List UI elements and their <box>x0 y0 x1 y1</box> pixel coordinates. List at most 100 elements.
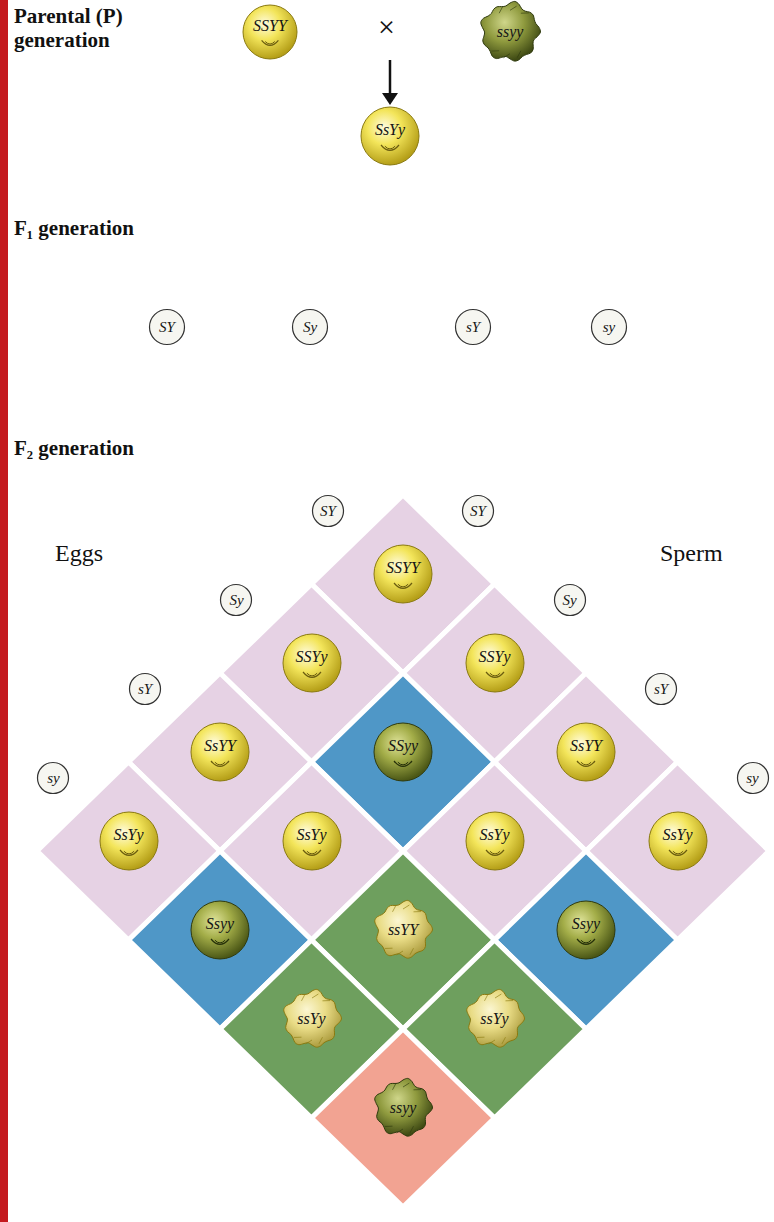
wrinkled-pea-shape <box>481 1 541 61</box>
gamete-group-label-text: Eggs <box>55 540 103 566</box>
pea-seed: SsYy <box>648 811 708 871</box>
generation-heading-text: Parental (P) generation <box>14 4 123 52</box>
gamete-circle: SY <box>461 494 495 528</box>
pea-wrinkle <box>491 50 499 51</box>
gamete-circle-shape <box>312 496 343 527</box>
gamete-circle-shape <box>150 310 185 345</box>
generation-heading: F₁ generation <box>14 216 214 240</box>
round-pea-shape <box>557 723 615 781</box>
pea-seed: SSYy <box>465 633 525 693</box>
pea-wrinkle <box>305 1040 311 1044</box>
pea-seed: Ssyy <box>190 900 250 960</box>
gamete-genotype: sY <box>654 681 668 698</box>
pea-wrinkle <box>488 1040 494 1044</box>
pea-wrinkle <box>499 6 503 13</box>
gamete-genotype: SY <box>159 319 175 336</box>
pea-hilum <box>394 761 412 766</box>
generation-heading: Parental (P) generation <box>14 4 174 52</box>
pea-wrinkle <box>503 54 510 58</box>
gamete-genotype: sy <box>746 770 759 787</box>
round-pea-shape <box>649 812 707 870</box>
gamete-circle-shape <box>646 674 677 705</box>
pea-seed: ssYy <box>465 989 525 1049</box>
pea-wrinkle <box>385 948 393 949</box>
pea-genotype: ssYY <box>388 921 418 939</box>
cross-symbol-text: × <box>378 10 395 43</box>
round-pea-shape <box>374 723 432 781</box>
pea-hilum <box>486 850 504 855</box>
pea-genotype: SSYY <box>386 559 420 577</box>
gamete-genotype: Sy <box>303 319 317 336</box>
gamete-circle: sY <box>454 308 492 346</box>
pea-wrinkle <box>484 994 488 1001</box>
pea-seed: Ssyy <box>556 900 616 960</box>
gamete-circle-shape <box>737 763 768 794</box>
gamete-circle: sy <box>590 308 628 346</box>
gamete-circle: sY <box>128 672 162 706</box>
gamete-genotype: Sy <box>229 592 243 609</box>
pea-seed: SSYY <box>373 544 433 604</box>
pea-hilum <box>215 762 225 765</box>
round-pea-shape <box>191 901 249 959</box>
gamete-circle-shape <box>293 310 328 345</box>
pea-seed: ssYy <box>282 989 342 1049</box>
pea-genotype: ssyy <box>497 23 524 41</box>
gamete-circle-shape <box>129 674 160 705</box>
pea-wrinkle <box>410 948 414 955</box>
round-pea-shape <box>466 634 524 692</box>
pea-hilum <box>265 42 275 45</box>
pea-hilum <box>303 672 321 677</box>
pea-hilum <box>123 851 133 854</box>
pea-wrinkle <box>403 905 409 909</box>
pea-seed: SsYY <box>190 722 250 782</box>
wrinkled-pea-shape <box>375 1078 433 1136</box>
wrinkled-pea-shape <box>375 900 433 958</box>
pea-wrinkle <box>476 1037 484 1038</box>
pea-hilum <box>577 939 595 944</box>
pea-seed: SsYy <box>360 106 420 166</box>
pea-hilum <box>672 851 682 854</box>
pea-hilum <box>120 850 138 855</box>
gamete-circle-shape <box>592 310 627 345</box>
pea-wrinkle <box>301 994 305 1001</box>
gamete-genotype: sy <box>47 770 60 787</box>
pea-hilum <box>215 940 225 943</box>
pea-hilum <box>486 672 504 677</box>
pea-seed: SsYy <box>465 811 525 871</box>
gamete-circle-shape <box>554 585 585 616</box>
pea-hilum <box>581 762 591 765</box>
pea-genotype: ssyy <box>390 1099 417 1117</box>
gamete-group-label-text: Sperm <box>660 540 723 566</box>
pea-hilum <box>303 850 321 855</box>
gamete-circle-shape <box>456 310 491 345</box>
pea-seed: SSYY <box>242 4 298 60</box>
pea-wrinkle <box>312 994 318 998</box>
pea-hilum <box>489 673 499 676</box>
round-pea-shape <box>557 901 615 959</box>
gamete-circle: SY <box>148 308 186 346</box>
gamete-circle-shape <box>221 585 252 616</box>
pea-genotype: SSYy <box>296 648 328 666</box>
pea-genotype: SsYY <box>204 737 236 755</box>
gamete-circle: Sy <box>553 583 587 617</box>
pea-genotype: SsYy <box>296 826 326 844</box>
generation-heading-text: F₂ generation <box>14 436 134 460</box>
round-pea-shape <box>283 812 341 870</box>
pea-wrinkle <box>410 1126 414 1133</box>
pea-genotype: SsYY <box>570 737 602 755</box>
pea-hilum <box>398 762 408 765</box>
punnett-grid <box>37 495 769 1207</box>
round-pea-shape <box>466 812 524 870</box>
pea-wrinkle <box>397 951 403 955</box>
pea-wrinkle <box>521 12 529 13</box>
pea-hilum <box>581 940 591 943</box>
pea-seed: SsYy <box>282 811 342 871</box>
punnett-cell <box>312 1029 495 1207</box>
gamete-genotype: SY <box>320 503 336 520</box>
pea-wrinkle <box>393 905 397 912</box>
pea-wrinkle <box>495 994 501 998</box>
generation-heading-text: F₁ generation <box>14 216 134 240</box>
round-pea-shape <box>374 545 432 603</box>
